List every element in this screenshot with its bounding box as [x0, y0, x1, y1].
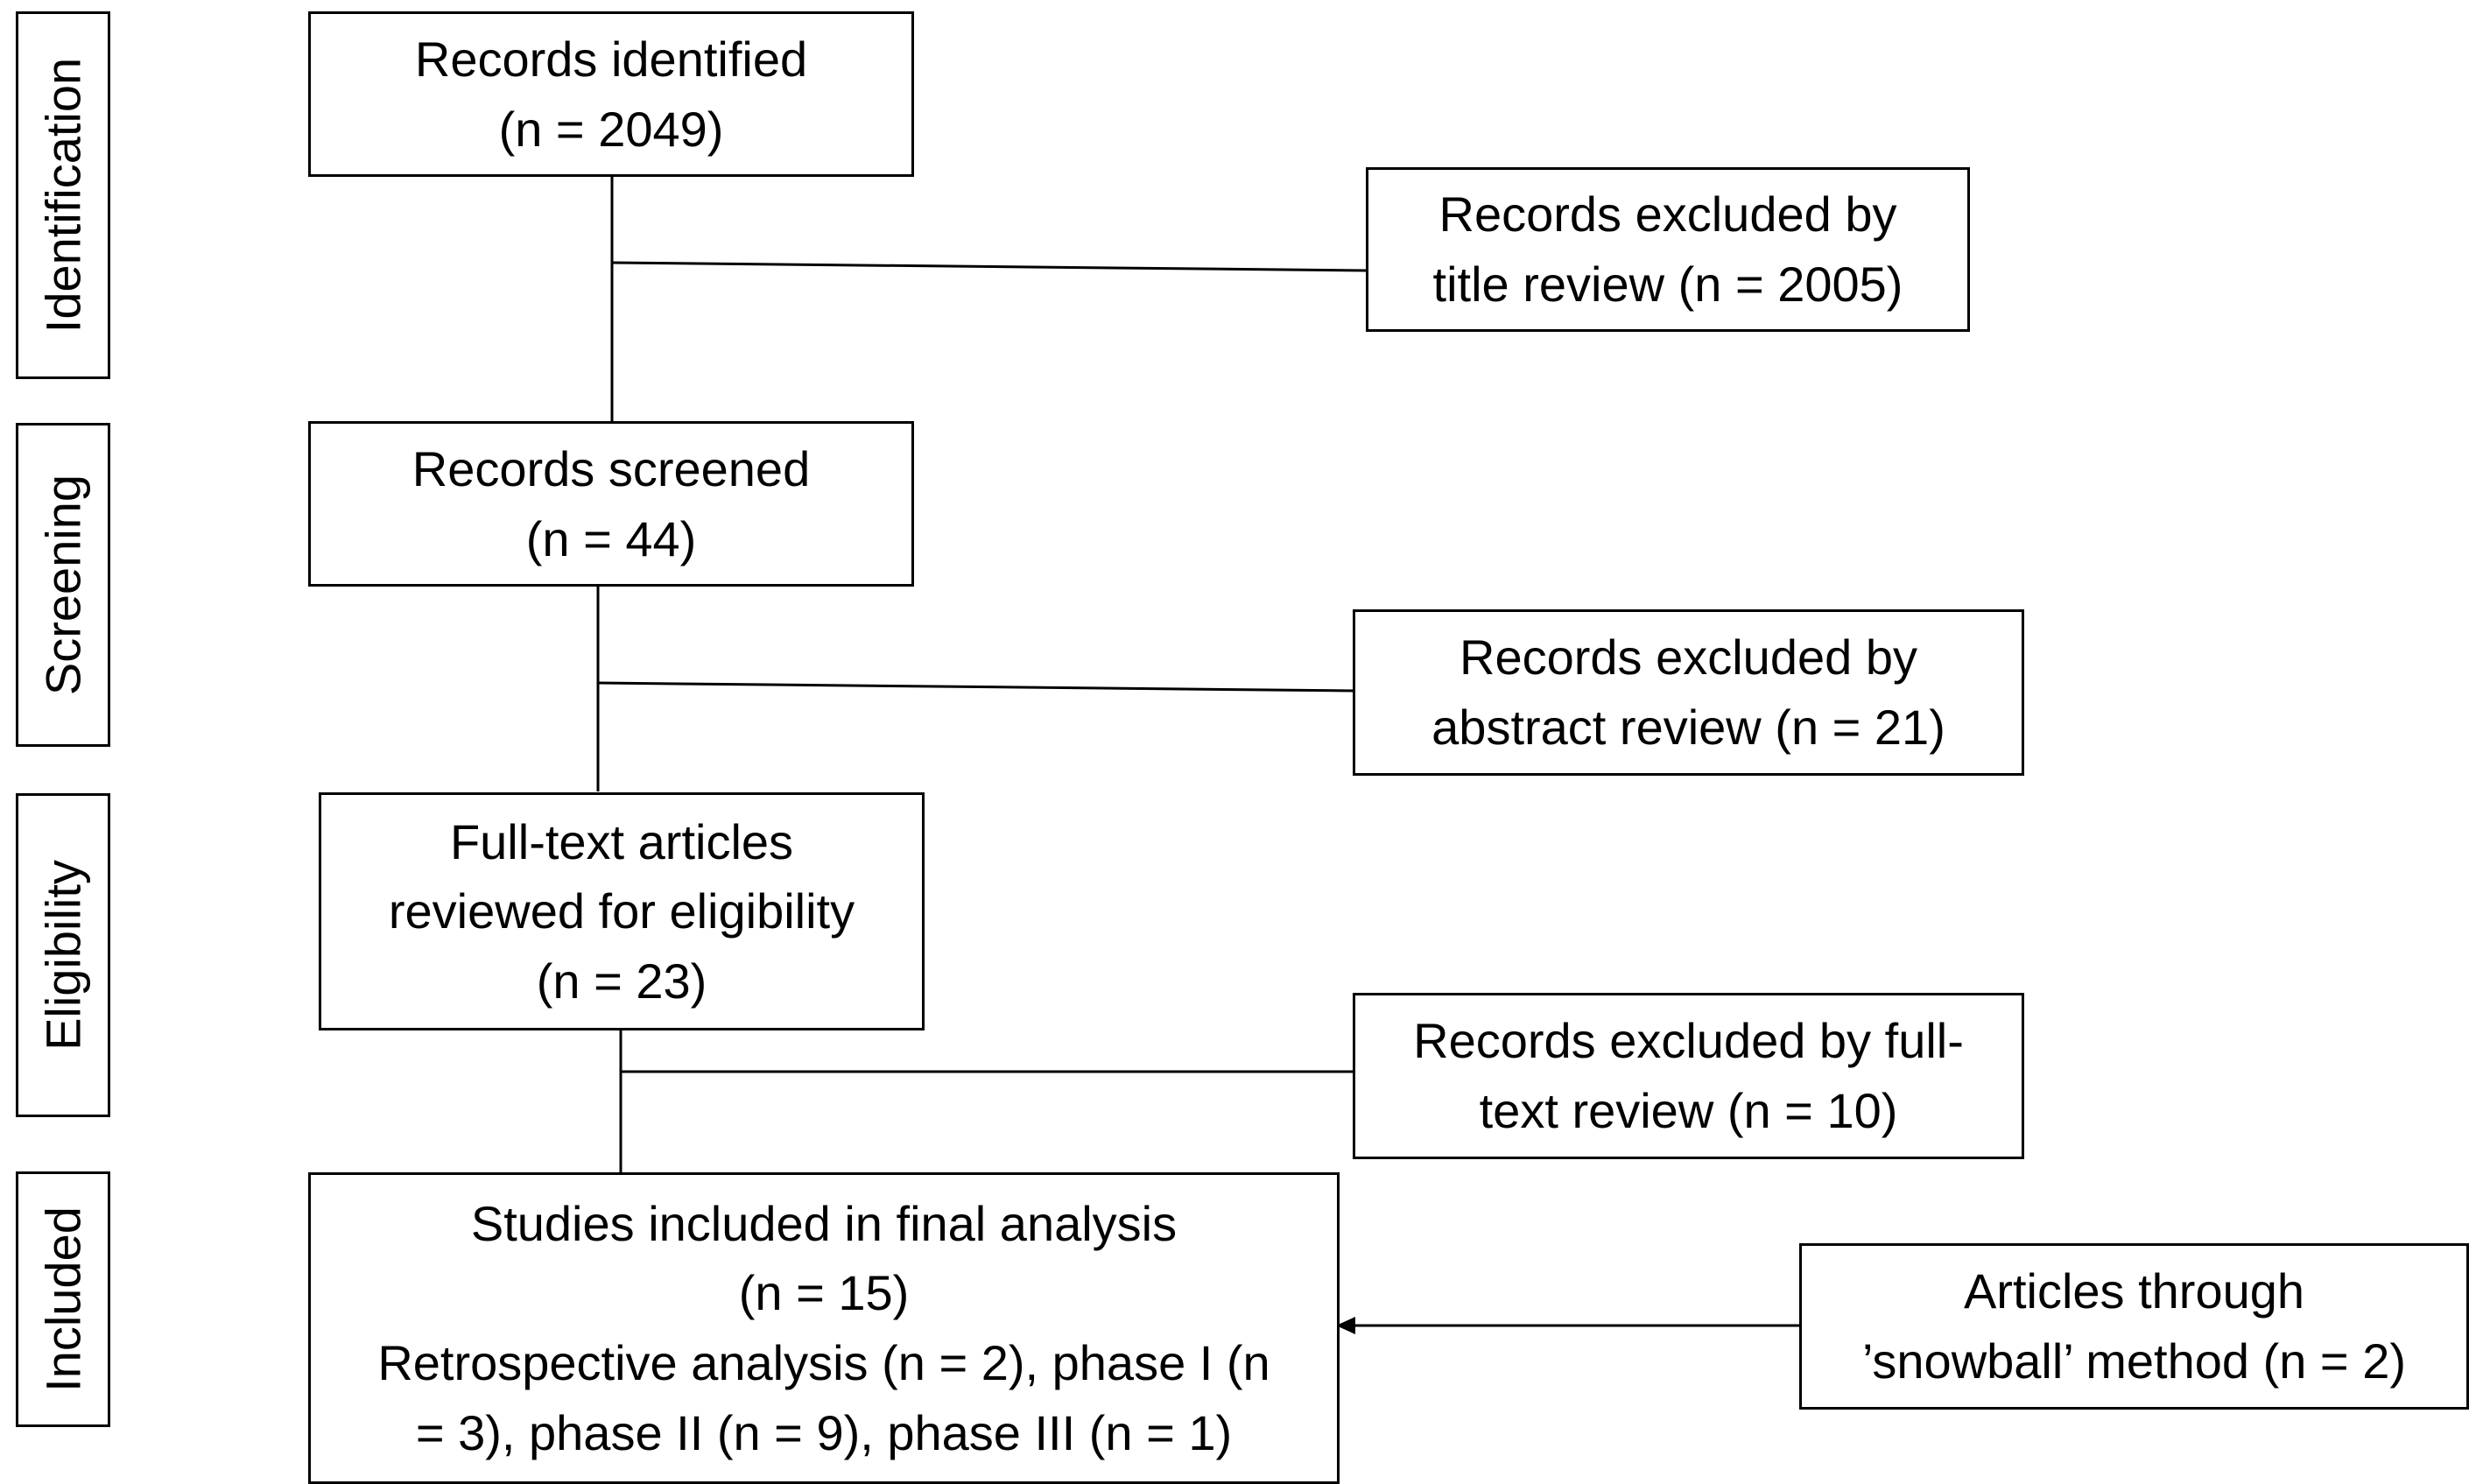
connector-to-excluded-title — [611, 261, 1368, 272]
phase-included-text: Included — [35, 1206, 91, 1392]
box-line: text review (n = 10) — [1479, 1083, 1898, 1138]
box-excluded-abstract: Records excluded by abstract review (n =… — [1353, 609, 2024, 776]
box-count: (n = 44) — [525, 510, 697, 566]
box-line: Records excluded by full- — [1413, 1013, 1964, 1069]
box-line: Records excluded by — [1438, 186, 1897, 243]
box-line: = 3), phase II (n = 9), phase III (n = 1… — [415, 1404, 1233, 1460]
box-studies-included: Studies included in final analysis (n = … — [308, 1172, 1340, 1484]
phase-label-identification: Identification — [16, 11, 110, 379]
box-fulltext-reviewed: Full-text articles reviewed for eligibil… — [319, 792, 925, 1030]
box-records-screened: Records screened (n = 44) — [308, 421, 914, 587]
phase-identification-text: Identification — [35, 57, 91, 334]
box-line: reviewed for eligibility — [388, 883, 855, 939]
arrowhead-icon — [1336, 1317, 1355, 1334]
box-line: Retrospective analysis (n = 2), phase I … — [377, 1335, 1270, 1390]
box-records-identified: Records identified (n = 2049) — [308, 11, 914, 177]
connector-to-excluded-abstract — [597, 681, 1354, 693]
box-line: ’snowball’ method (n = 2) — [1861, 1333, 2406, 1389]
box-line: title review (n = 2005) — [1432, 257, 1903, 312]
phase-label-eligibility: Eligibility — [16, 793, 110, 1117]
box-line: Records screened — [411, 440, 811, 496]
box-excluded-fulltext: Records excluded by full- text review (n… — [1353, 993, 2024, 1159]
phase-screening-text: Screening — [35, 474, 91, 696]
box-line: Full-text articles — [449, 813, 794, 869]
phase-label-included: Included — [16, 1171, 110, 1427]
box-line: Articles through — [1963, 1263, 2305, 1319]
box-line: abstract review (n = 21) — [1431, 700, 1945, 755]
box-line: Studies included in final analysis — [470, 1195, 1178, 1251]
box-snowball-articles: Articles through ’snowball’ method (n = … — [1799, 1243, 2469, 1410]
box-count: (n = 15) — [738, 1265, 910, 1321]
phase-eligibility-text: Eligibility — [35, 860, 91, 1051]
box-count: (n = 23) — [536, 953, 707, 1009]
box-line: Records identified — [414, 31, 808, 87]
box-line: Records excluded by — [1460, 629, 1917, 686]
phase-label-screening: Screening — [16, 423, 110, 747]
box-excluded-title: Records excluded by title review (n = 20… — [1366, 167, 1970, 332]
box-count: (n = 2049) — [498, 101, 724, 157]
